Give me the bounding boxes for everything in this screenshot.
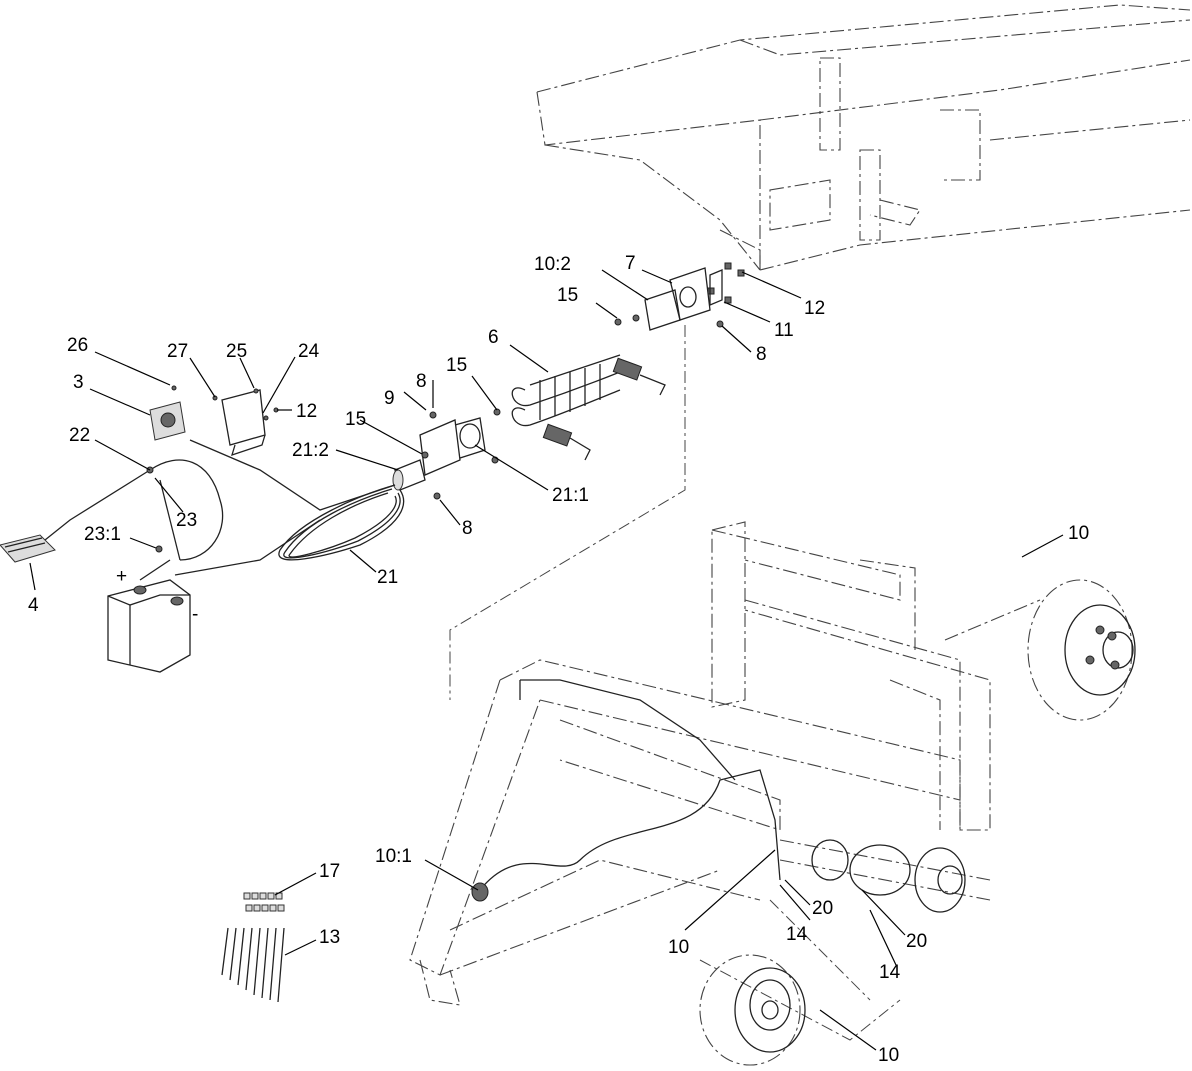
socket-bracket-7 [614,262,745,331]
callout-labels: 26 3 27 25 24 12 22 23 23:1 4 21 21:2 21… [28,253,1089,1066]
callout-11: 11 [774,320,794,341]
wiring-harness-10 [471,679,781,902]
callout-7: 7 [625,253,636,274]
coiled-cable-6 [511,354,666,461]
battery-positive-mark: + [116,566,127,587]
callout-10-mid: 10 [668,937,689,958]
connector-pack-17 [243,892,285,912]
tow-vehicle-phantom [536,4,1191,271]
callout-15-left: 15 [345,409,366,430]
cable-ties-13 [221,927,285,1003]
trailer-connector-9 [392,408,501,500]
brake-backing-plate [699,954,806,1066]
callout-3: 3 [73,372,84,393]
callout-9: 9 [384,388,395,409]
callout-10-1: 10:1 [375,846,412,867]
harness-plug-10-1 [471,882,489,902]
breakaway-switch-3 [149,385,279,457]
callout-15-mid: 15 [446,355,467,376]
callout-21-1: 21:1 [552,485,589,506]
callout-21-2: 21:2 [292,440,329,461]
callout-26: 26 [67,335,88,356]
callout-10-2: 10:2 [534,254,571,275]
callout-10-bottom: 10 [878,1045,899,1066]
callout-17: 17 [319,861,340,882]
callout-6: 6 [488,327,499,348]
callout-20-right: 20 [906,931,927,952]
callout-4: 4 [28,595,39,616]
callout-15-top: 15 [557,285,578,306]
battery-negative-mark: - [192,604,198,625]
callout-25: 25 [226,341,247,362]
cable-loop-21 [278,484,405,561]
callout-8-upper: 8 [416,371,427,392]
callout-12-bracket: 12 [804,298,825,319]
callout-23: 23 [176,510,197,531]
breakaway-wiring [44,439,396,581]
callout-24: 24 [298,341,320,362]
callout-20-left: 20 [812,898,833,919]
wheel-hub-right [1027,579,1136,721]
leader-lines [29,269,1064,1051]
callout-21: 21 [377,567,398,588]
callout-8-bracket: 8 [756,344,767,365]
wheel-hub-center [811,839,966,913]
callout-27: 27 [167,341,188,362]
callout-23-1: 23:1 [84,524,121,545]
callout-12-breakaway: 12 [296,401,317,422]
callout-22: 22 [69,425,90,446]
trailer-frame-phantom [409,325,1041,1041]
callout-8-lower: 8 [462,518,473,539]
callout-10-right: 10 [1068,523,1089,544]
breakaway-battery-pack [0,534,56,563]
callout-14-right: 14 [879,962,901,983]
callout-14-left: 14 [786,924,808,945]
callout-13: 13 [319,927,340,948]
battery [107,466,191,673]
